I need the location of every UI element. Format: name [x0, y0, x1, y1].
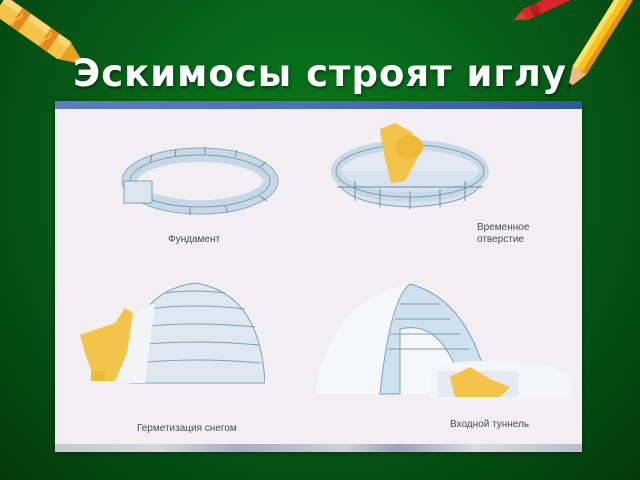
- igloo-dome-drawing: [80, 282, 265, 384]
- caption-line-2: отверстие: [477, 234, 524, 245]
- yellow-pencil-icon: [566, 0, 634, 91]
- orange-crayon-icon: [0, 0, 84, 64]
- frame-top-bar: [55, 101, 582, 109]
- igloo-illustration: Фундамент Временное отверстие: [55, 101, 582, 452]
- eskimo-figure-2: [80, 308, 133, 381]
- caption-foundation: Фундамент: [168, 234, 221, 245]
- caption-line-1: Временное: [477, 222, 530, 233]
- caption-entrance-tunnel: Входной туннель: [450, 419, 530, 430]
- foundation-ring-drawing: [121, 147, 279, 215]
- entrance-tunnel-drawing: [315, 283, 572, 399]
- spiral-wall-drawing: [331, 123, 489, 209]
- eskimo-figure-1: [380, 123, 423, 183]
- caption-temporary-opening: Временное отверстие: [477, 222, 529, 246]
- eskimo-figure-3: [450, 367, 510, 397]
- red-crayon-icon: [513, 0, 570, 21]
- frame-bottom-strip: [55, 444, 582, 452]
- caption-snow-sealing: Герметизация снегом: [137, 423, 237, 434]
- slide-title: Эскимосы строят иглу: [73, 52, 567, 95]
